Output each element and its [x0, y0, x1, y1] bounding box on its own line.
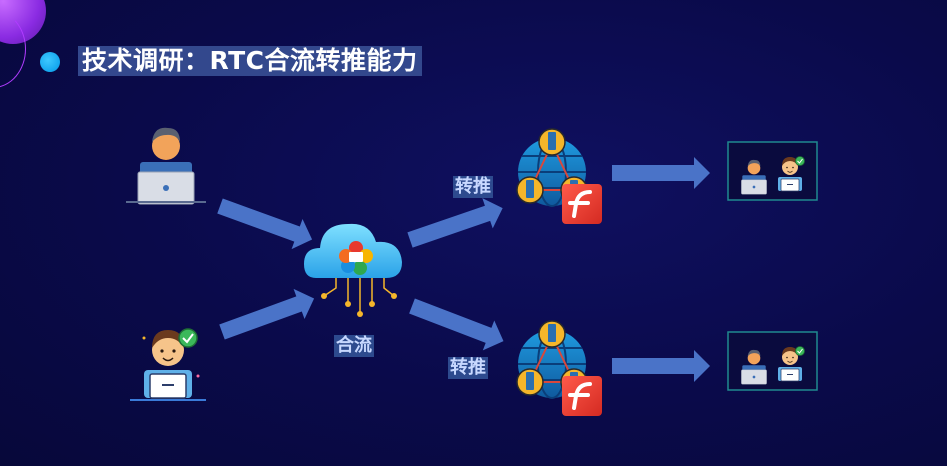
- cloud-webrtc-icon: [304, 223, 402, 317]
- arrow-cloud-to-cdn-bottom: [406, 291, 510, 357]
- flash-player-icon-bottom: [560, 374, 604, 418]
- page-title: 技术调研：RTC合流转推能力: [78, 46, 422, 76]
- arrow-cloud-to-cdn-top: [404, 192, 508, 256]
- user-at-laptop-verified-icon: [130, 328, 206, 401]
- flash-player-icon-top: [560, 182, 604, 226]
- push-label-bottom: 转推: [448, 357, 488, 379]
- user-at-laptop-icon: [126, 127, 206, 205]
- merged-stream-preview-icon-top: [728, 142, 817, 200]
- merged-stream-preview-icon-bottom: [728, 332, 817, 390]
- push-label-top: 转推: [453, 176, 493, 198]
- arrow-user-a-to-cloud: [214, 190, 318, 255]
- arrow-cdn-bottom-to-preview: [612, 350, 710, 382]
- arrow-user-b-to-cloud: [216, 283, 320, 348]
- merge-label: 合流: [334, 335, 374, 357]
- title-bullet: [40, 52, 60, 72]
- arrow-cdn-top-to-preview: [612, 157, 710, 189]
